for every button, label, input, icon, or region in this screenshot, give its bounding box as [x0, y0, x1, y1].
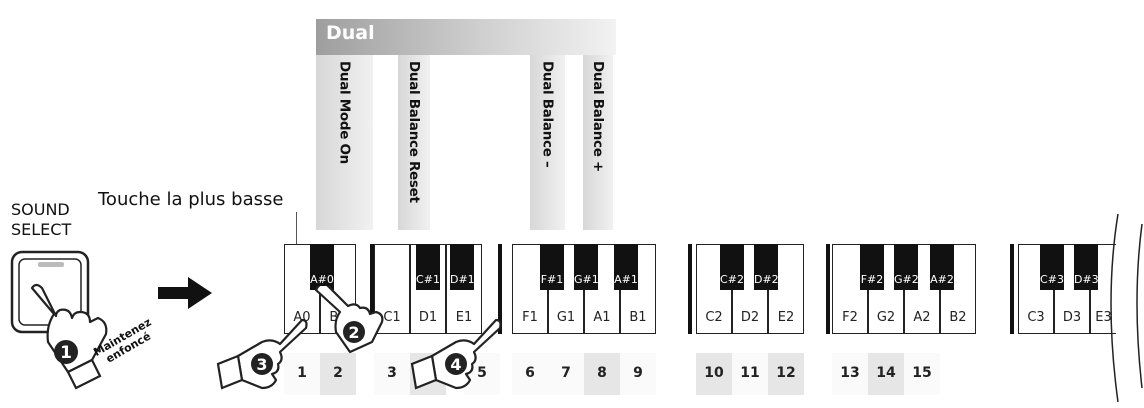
leader-line [296, 212, 297, 272]
key-label: G2 [876, 310, 896, 325]
key-label: C3 [1027, 310, 1045, 325]
dual-header-bar [316, 19, 616, 55]
label-dual-balance-minus: Dual Balance – [530, 55, 565, 230]
step-1-number: 1 [60, 343, 72, 363]
key-number: 8 [584, 353, 620, 395]
key-label: E2 [777, 310, 795, 325]
step-3-number: 3 [256, 355, 267, 374]
sound-select-line2: SELECT [11, 220, 72, 239]
key-number: 10 [696, 353, 732, 395]
label-text: Dual Mode On [336, 61, 353, 164]
key-number: 9 [620, 353, 656, 395]
key-label: B1 [629, 310, 647, 325]
key-number: 14 [868, 353, 904, 395]
key-label: F2 [842, 310, 858, 325]
key-label: A1 [593, 310, 611, 325]
key-label: G#1 [574, 273, 599, 286]
key-label: E1 [455, 310, 473, 325]
black-key[interactable]: C#3 [1040, 244, 1064, 290]
key-label: D3 [1062, 310, 1082, 325]
black-key[interactable]: D#1 [450, 244, 475, 290]
key-label: F#2 [860, 273, 884, 286]
key-number: 7 [548, 353, 584, 395]
hand-pointer-icon: 2 [314, 286, 384, 354]
key-label: A#1 [614, 273, 638, 286]
key-label: A#2 [930, 273, 954, 286]
black-key[interactable]: C#2 [720, 244, 744, 290]
black-key[interactable]: D#2 [754, 244, 779, 290]
key-number: 11 [732, 353, 768, 395]
key-label: C#3 [1040, 273, 1064, 286]
key-label: D#1 [450, 273, 475, 286]
key-label: D#3 [1074, 273, 1099, 286]
sound-select-label: SOUND SELECT [11, 200, 71, 240]
key-number: 1 [284, 353, 320, 395]
key-number: 15 [904, 353, 940, 395]
key-number-strip: 1 2 3 4 5 6 7 8 9 10 11 12 13 14 15 [284, 353, 964, 395]
black-key[interactable]: F#1 [540, 244, 564, 290]
black-key[interactable]: C#1 [416, 244, 440, 290]
black-key[interactable]: A#0 [310, 244, 334, 290]
key-number: 13 [832, 353, 868, 395]
black-key[interactable]: A#1 [614, 244, 638, 290]
label-text: Dual Balance – [539, 61, 556, 168]
key-label: F1 [522, 310, 538, 325]
octave-separator [498, 244, 502, 334]
key-label: G1 [556, 310, 576, 325]
octave-separator [1010, 244, 1014, 334]
key-number: 2 [320, 353, 356, 395]
key-number: 3 [374, 353, 410, 395]
key-label: D2 [740, 310, 760, 325]
key-number: 12 [768, 353, 804, 395]
sound-select-button-icon: 1 [10, 250, 108, 390]
key-label: A#0 [310, 273, 334, 286]
step-2-number: 2 [348, 323, 359, 342]
hand-pointer-icon: 3 [216, 318, 308, 390]
key-label: C#1 [416, 273, 440, 286]
key-number: 6 [512, 353, 548, 395]
label-dual-balance-plus: Dual Balance + [583, 55, 613, 230]
label-text: Dual Balance + [590, 61, 606, 172]
key-label: D1 [418, 310, 438, 325]
hand-pointer-icon [30, 283, 108, 390]
octave-separator [826, 244, 830, 334]
step-4-number: 4 [450, 355, 461, 374]
keyboard-continuation-bracket [1110, 213, 1143, 403]
black-key[interactable]: F#2 [860, 244, 884, 290]
key-label: B2 [949, 310, 967, 325]
black-key[interactable]: D#3 [1074, 244, 1099, 290]
key-label: F#1 [540, 273, 564, 286]
lowest-key-label: Touche la plus basse [98, 189, 284, 210]
sound-select-line1: SOUND [11, 200, 70, 219]
dual-title: Dual [326, 22, 375, 44]
key-label: A2 [913, 310, 931, 325]
octave-separator [370, 244, 374, 334]
label-dual-balance-reset: Dual Balance Reset [398, 55, 430, 230]
black-key[interactable]: G#1 [574, 244, 599, 290]
arrow-right-icon [158, 277, 212, 309]
black-key[interactable]: G#2 [894, 244, 919, 290]
key-label: C1 [383, 310, 401, 325]
black-key[interactable]: A#2 [930, 244, 954, 290]
key-label: C2 [705, 310, 723, 325]
octave-separator [688, 244, 692, 334]
key-label: E3 [1095, 310, 1112, 325]
label-dual-mode-on: Dual Mode On [316, 55, 373, 230]
label-text: Dual Balance Reset [406, 61, 422, 203]
key-label: D#2 [754, 273, 779, 286]
hand-pointer-icon: 4 [410, 318, 502, 390]
key-label: C#2 [720, 273, 744, 286]
key-label: G#2 [894, 273, 919, 286]
